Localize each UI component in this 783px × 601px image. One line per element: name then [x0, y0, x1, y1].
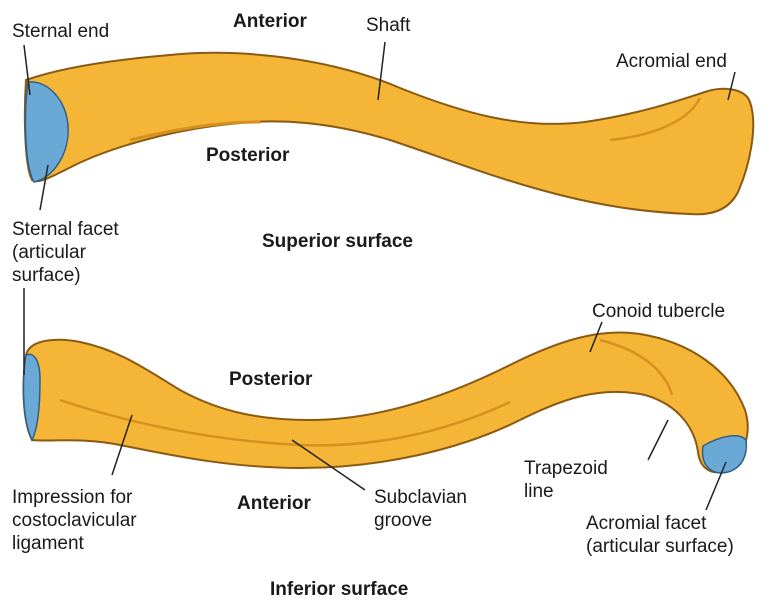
view-title-superior: Superior surface	[262, 230, 413, 253]
sternal-facet-line-2: (articular	[12, 241, 119, 264]
label-posterior-superior: Posterior	[206, 144, 289, 167]
acromial-facet-line-2: (articular surface)	[586, 535, 734, 558]
subclavian-groove-line-2: groove	[374, 509, 467, 532]
label-anterior-inferior: Anterior	[237, 492, 311, 515]
label-posterior-inferior: Posterior	[229, 368, 312, 391]
acromial-facet-line-1: Acromial facet	[586, 512, 734, 535]
inferior-clavicle-illustration	[24, 332, 748, 472]
label-anterior-superior: Anterior	[233, 10, 307, 33]
impression-line-2: costoclavicular	[12, 509, 137, 532]
inferior-clavicle-shape	[24, 332, 748, 472]
label-acromial-end: Acromial end	[616, 50, 727, 73]
label-shaft: Shaft	[366, 14, 410, 37]
label-trapezoid-line: Trapezoid line	[524, 457, 608, 503]
sternal-facet-line-3: surface)	[12, 264, 119, 287]
label-subclavian-groove: Subclavian groove	[374, 486, 467, 532]
label-conoid-tubercle: Conoid tubercle	[592, 300, 725, 323]
label-sternal-facet: Sternal facet (articular surface)	[12, 218, 119, 287]
view-title-inferior: Inferior surface	[270, 578, 408, 601]
leader-trapezoid-line	[648, 420, 668, 460]
impression-line-1: Impression for	[12, 486, 137, 509]
label-acromial-facet: Acromial facet (articular surface)	[586, 512, 734, 558]
impression-line-3: ligament	[12, 532, 137, 555]
sternal-facet-line-1: Sternal facet	[12, 218, 119, 241]
trapezoid-line-1: Trapezoid	[524, 457, 608, 480]
trapezoid-line-2: line	[524, 480, 608, 503]
label-impression-costoclavicular: Impression for costoclavicular ligament	[12, 486, 137, 555]
label-sternal-end: Sternal end	[12, 20, 109, 43]
subclavian-groove-line-1: Subclavian	[374, 486, 467, 509]
superior-clavicle-illustration	[25, 53, 753, 214]
